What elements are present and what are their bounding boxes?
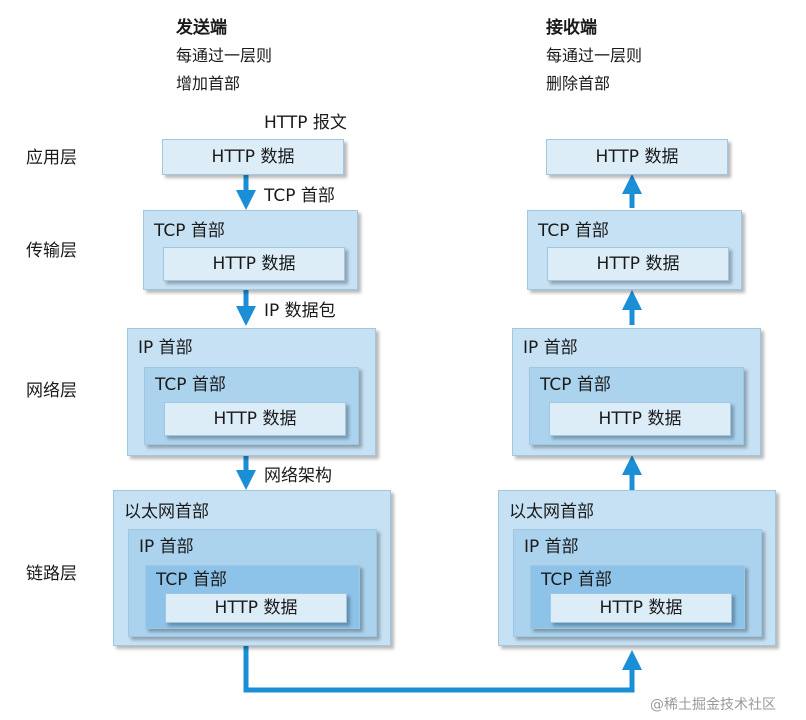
receiver-network-packet: IP 首部 TCP 首部 HTTP 数据 xyxy=(512,328,761,456)
ip-header-label: IP 首部 xyxy=(139,537,194,557)
receiver-link-http-data: HTTP 数据 xyxy=(550,593,732,623)
tcp-header-label: TCP 首部 xyxy=(156,570,227,590)
sender-network-packet: IP 首部 TCP 首部 HTTP 数据 xyxy=(127,328,376,456)
sender-transport-segment: TCP 首部 HTTP 数据 xyxy=(143,210,358,290)
ip-header-label: IP 首部 xyxy=(524,537,579,557)
ethernet-header-label: 以太网首部 xyxy=(509,502,594,522)
sender-link-http-data: HTTP 数据 xyxy=(165,593,347,623)
ethernet-header-label: 以太网首部 xyxy=(124,502,209,522)
receiver-desc-line1: 每通过一层则 xyxy=(546,46,643,65)
sender-link-tcp-segment: TCP 首部 HTTP 数据 xyxy=(145,565,360,629)
sender-network-tcp-segment: TCP 首部 HTTP 数据 xyxy=(144,367,359,445)
http-data-label: HTTP 数据 xyxy=(212,253,296,274)
receiver-app-http-data: HTTP 数据 xyxy=(546,139,728,175)
receiver-link-frame: 以太网首部 IP 首部 TCP 首部 HTTP 数据 xyxy=(498,490,776,646)
http-data-label: HTTP 数据 xyxy=(211,146,295,167)
receiver-network-tcp-segment: TCP 首部 HTTP 数据 xyxy=(529,367,744,445)
receiver-network-http-data: HTTP 数据 xyxy=(549,402,731,436)
annotation-ip-packet: IP 数据包 xyxy=(264,301,336,321)
sender-desc-line2: 增加首部 xyxy=(176,74,241,93)
arrow-link-connector xyxy=(243,646,642,693)
sender-link-ip-packet: IP 首部 TCP 首部 HTTP 数据 xyxy=(128,529,377,637)
receiver-link-ip-packet: IP 首部 TCP 首部 HTTP 数据 xyxy=(513,529,762,637)
layer-label-network: 网络层 xyxy=(26,381,77,401)
receiver-transport-http-data: HTTP 数据 xyxy=(547,247,729,281)
annotation-http-message: HTTP 报文 xyxy=(264,113,347,133)
receiver-transport-segment: TCP 首部 HTTP 数据 xyxy=(527,210,742,290)
tcp-header-label: TCP 首部 xyxy=(154,221,225,241)
tcp-header-label: TCP 首部 xyxy=(540,375,611,395)
sender-desc-line1: 每通过一层则 xyxy=(176,46,273,65)
layer-label-link: 链路层 xyxy=(26,564,77,584)
http-data-label: HTTP 数据 xyxy=(599,597,683,618)
sender-title: 发送端 xyxy=(176,18,227,38)
sender-link-frame: 以太网首部 IP 首部 TCP 首部 HTTP 数据 xyxy=(113,490,391,646)
receiver-link-tcp-segment: TCP 首部 HTTP 数据 xyxy=(530,565,745,629)
annotation-tcp-header: TCP 首部 xyxy=(264,186,335,206)
annotation-network-frame: 网络架构 xyxy=(264,466,332,486)
sender-app-http-data: HTTP 数据 xyxy=(162,139,344,175)
receiver-title: 接收端 xyxy=(546,18,597,38)
layer-label-application: 应用层 xyxy=(26,148,77,168)
watermark: @稀土掘金技术社区 xyxy=(650,697,776,713)
tcp-header-label: TCP 首部 xyxy=(541,570,612,590)
layer-label-transport: 传输层 xyxy=(26,241,77,261)
http-data-label: HTTP 数据 xyxy=(213,408,297,429)
http-data-label: HTTP 数据 xyxy=(598,408,682,429)
http-data-label: HTTP 数据 xyxy=(596,253,680,274)
tcp-header-label: TCP 首部 xyxy=(155,375,226,395)
receiver-desc-line2: 删除首部 xyxy=(546,74,611,93)
sender-network-http-data: HTTP 数据 xyxy=(164,402,346,436)
ip-header-label: IP 首部 xyxy=(523,338,578,358)
tcp-header-label: TCP 首部 xyxy=(538,221,609,241)
sender-transport-http-data: HTTP 数据 xyxy=(163,247,345,281)
http-data-label: HTTP 数据 xyxy=(595,146,679,167)
ip-header-label: IP 首部 xyxy=(138,338,193,358)
http-data-label: HTTP 数据 xyxy=(214,597,298,618)
